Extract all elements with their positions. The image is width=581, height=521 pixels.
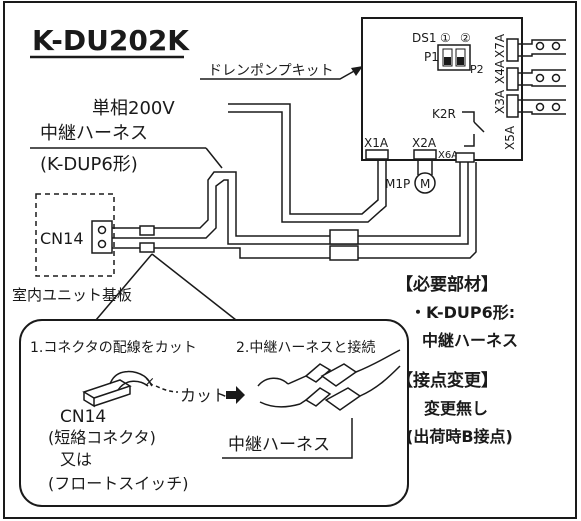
x6a-label: X6A xyxy=(438,150,458,161)
right-side-wiring xyxy=(518,39,566,115)
p2-label: P2 xyxy=(470,63,484,76)
drain-pump-kit-box xyxy=(361,17,523,161)
dip-slider-1 xyxy=(444,57,451,65)
x1a-connector xyxy=(365,149,389,160)
float-switch-label: (フロートスイッチ) xyxy=(48,474,189,493)
procedure-inset xyxy=(19,319,409,507)
dip-slot-1 xyxy=(442,48,453,67)
cut-mark-x: × xyxy=(144,375,155,390)
x7a-connector xyxy=(506,38,519,62)
contact-change-heading: 【接点変更】 xyxy=(396,370,498,391)
harness-joint-connector-2 xyxy=(329,245,359,261)
dip-slot-2 xyxy=(455,48,466,67)
dip-slider-2 xyxy=(457,57,464,65)
x4a-label: X4A xyxy=(493,59,507,84)
indoor-board-caption: 室内ユニット基板 xyxy=(12,286,132,304)
short-connector-illustration xyxy=(82,370,153,408)
cn14-plug-2 xyxy=(139,242,155,253)
x6a-connector xyxy=(455,152,475,163)
cn14-label: CN14 xyxy=(40,229,84,248)
required-parts-heading: 【必要部材】 xyxy=(396,274,498,295)
kit-label-arrowhead xyxy=(351,66,363,76)
short-connector-label: (短絡コネクタ) xyxy=(48,428,156,447)
outer-frame xyxy=(3,1,577,519)
x4a-connector xyxy=(506,67,519,91)
step1-label: 1.コネクタの配線をカット xyxy=(30,340,197,356)
harness-model-label: (K-DUP6形) xyxy=(40,154,138,175)
contact-change-line2: (出荷時B接点) xyxy=(406,427,513,446)
harness-joint-connector-1 xyxy=(329,229,359,245)
cut-dashed-line xyxy=(155,385,179,393)
x3a-connector xyxy=(506,94,519,118)
cn14-pin-1 xyxy=(97,225,107,235)
model-title: K-DU202K xyxy=(32,24,190,57)
harness-label-leader xyxy=(205,147,223,169)
required-parts-item1: ・K-DUP6形: xyxy=(410,303,515,322)
ds1-label: DS1 xyxy=(412,31,437,45)
callout-line-left xyxy=(95,253,153,321)
callout-line-right xyxy=(151,253,237,321)
cn14-plug-1 xyxy=(139,225,155,236)
or-label: 又は xyxy=(60,450,92,469)
indoor-unit-board xyxy=(35,193,115,277)
kit-label: ドレンポンプキット xyxy=(208,63,334,79)
x2a-label: X2A xyxy=(412,136,437,150)
required-parts-item2: 中継ハーネス xyxy=(422,331,518,350)
cut-arrow-icon xyxy=(226,386,245,404)
inset-relay-harness-label: 中継ハーネス xyxy=(228,435,330,455)
step2-label: 2.中継ハーネスと接続 xyxy=(236,339,375,356)
relay-harness-label: 中継ハーネス xyxy=(40,123,148,144)
cn14-connector xyxy=(91,220,113,254)
cut-label: カット xyxy=(180,386,228,405)
power-cable xyxy=(228,103,387,223)
motor-m-label: M xyxy=(420,177,430,191)
x7a-label: X7A xyxy=(493,33,507,58)
inset-cn14-label: CN14 xyxy=(60,407,106,427)
x5a-label: X5A xyxy=(503,125,517,150)
x3a-label: X3A xyxy=(493,89,507,114)
pump-motor-symbol xyxy=(414,172,436,194)
k2r-relay-contact xyxy=(462,111,485,147)
cn14-pin-2 xyxy=(97,239,107,249)
x1a-label: X1A xyxy=(364,136,389,150)
single-phase-200v-label: 単相200V xyxy=(92,98,175,119)
p1-label: P1 xyxy=(424,50,439,64)
relay-connection-illustration xyxy=(257,349,401,411)
contact-change-line1: 変更無し xyxy=(424,399,488,418)
m1p-label: M1P xyxy=(385,177,410,191)
switch-number-1: ① xyxy=(440,31,451,45)
x2a-connector xyxy=(413,149,437,160)
motor-wiring xyxy=(417,159,433,175)
switch-number-2: ② xyxy=(460,31,471,45)
k2r-label: K2R xyxy=(432,107,456,121)
kit-label-leader xyxy=(200,69,357,80)
relay-harness-leader xyxy=(222,418,353,459)
